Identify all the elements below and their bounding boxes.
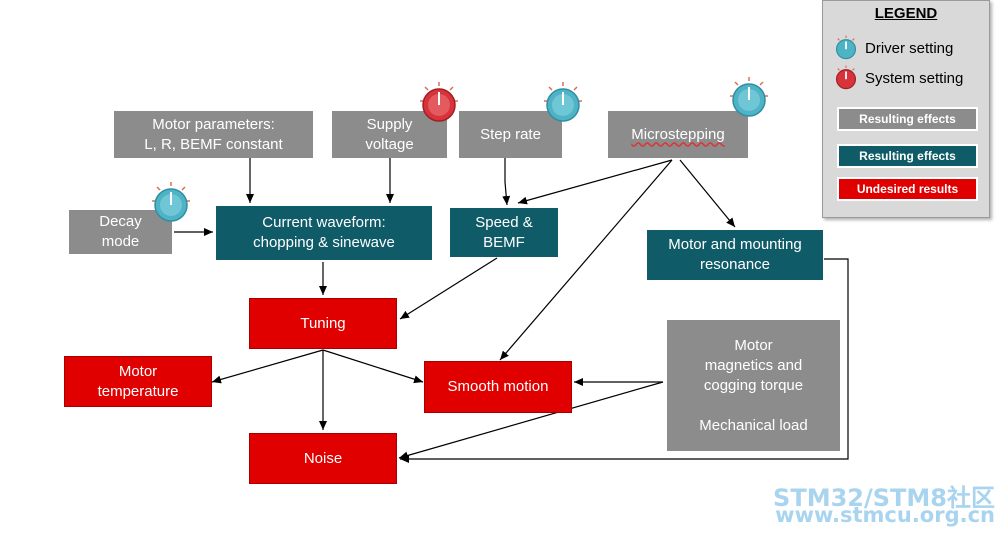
current-waveform-box: Current waveform: chopping & sinewave	[216, 206, 432, 260]
legend-system-setting-label: System setting	[865, 69, 964, 87]
microstepping-box: Microstepping	[608, 111, 748, 158]
motor-mounting-resonance-box: Motor and mounting resonance	[647, 230, 823, 280]
speed-bemf-label: Speed & BEMF	[475, 213, 533, 251]
noise-box: Noise	[249, 433, 397, 484]
smooth-motion-box: Smooth motion	[424, 361, 572, 413]
motor-parameters-label: Motor parameters: L, R, BEMF constant	[144, 115, 283, 153]
system-setting-knob-icon	[420, 82, 458, 122]
driver-setting-knob-icon	[544, 82, 582, 122]
legend-system-setting: System setting	[833, 65, 963, 91]
supply-voltage-box: Supply voltage	[332, 111, 447, 158]
motor-temperature-label: Motor temperature	[97, 362, 179, 400]
decay-mode-label: Decay mode	[99, 213, 142, 250]
legend-resulting-effects-gray: Resulting effects	[837, 107, 978, 131]
legend-resulting-effects-teal: Resulting effects	[837, 144, 978, 168]
noise-label: Noise	[303, 449, 343, 467]
step-rate-label: Step rate	[480, 125, 541, 143]
legend-panel: LEGEND Driver setting System setting Res…	[822, 0, 990, 218]
legend-driver-setting-label: Driver setting	[865, 39, 954, 57]
motor-magnetics-label: Motor magnetics and cogging torque Mecha…	[699, 336, 808, 434]
current-waveform-label: Current waveform: chopping & sinewave	[253, 214, 395, 251]
system-setting-knob-icon	[835, 65, 857, 90]
tuning-box: Tuning	[249, 298, 397, 349]
motor-mounting-resonance-label: Motor and mounting resonance	[668, 236, 802, 273]
legend-title: LEGEND	[874, 5, 938, 22]
tuning-label: Tuning	[300, 314, 346, 332]
motor-magnetics-box: Motor magnetics and cogging torque Mecha…	[667, 320, 840, 451]
smooth-motion-label: Smooth motion	[447, 378, 549, 395]
driver-setting-knob-icon	[835, 35, 857, 60]
watermark-title: STM32/STM8社区	[773, 484, 995, 512]
driver-setting-knob-icon	[730, 77, 768, 117]
legend-undesired-results: Undesired results	[837, 177, 978, 201]
motor-temperature-box: Motor temperature	[64, 356, 212, 407]
microstepping-label: Microstepping	[631, 125, 725, 143]
decay-mode-box: Decay mode	[69, 210, 172, 254]
driver-setting-knob-icon	[152, 182, 190, 222]
watermark-url: www.stmcu.org.cn	[775, 503, 995, 527]
motor-parameters-box: Motor parameters: L, R, BEMF constant	[114, 111, 313, 158]
legend-driver-setting: Driver setting	[833, 35, 953, 61]
step-rate-box: Step rate	[459, 111, 562, 158]
speed-bemf-box: Speed & BEMF	[450, 208, 558, 257]
supply-voltage-label: Supply voltage	[365, 115, 414, 153]
